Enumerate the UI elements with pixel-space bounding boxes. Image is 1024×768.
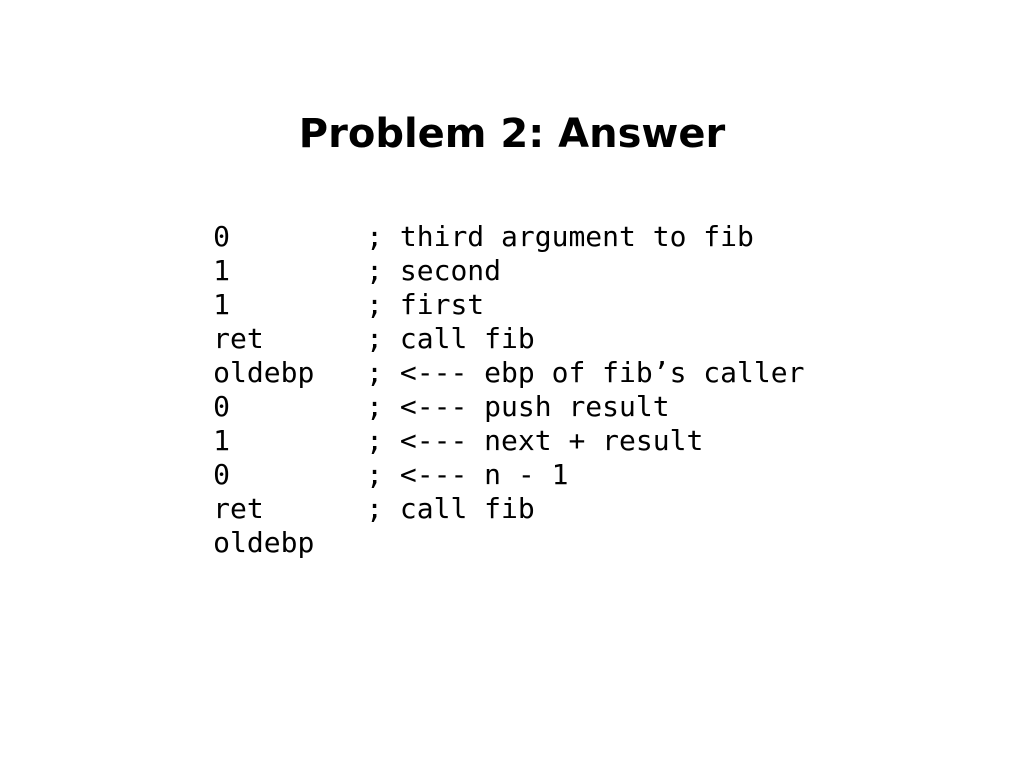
- slide-title: Problem 2: Answer: [298, 111, 726, 157]
- stack-comment: ; second: [366, 254, 502, 287]
- stack-comment: ; third argument to fib: [366, 220, 754, 253]
- stack-value: 1: [213, 254, 231, 287]
- code-line: oldebp ; <--- ebp of fib’s caller: [112, 322, 804, 389]
- code-line: 1 ; first: [112, 254, 804, 321]
- stack-listing: 0 ; third argument to fib 1 ; second 1 ; fi…: [112, 186, 804, 559]
- stack-value: 1: [213, 424, 231, 457]
- stack-value: ret: [213, 322, 264, 355]
- stack-value: 1: [213, 288, 231, 321]
- stack-value: oldebp: [213, 526, 315, 559]
- stack-value: 0: [213, 458, 231, 491]
- stack-comment: ; <--- push result: [366, 390, 670, 423]
- code-line: ret ; call fib: [112, 288, 804, 355]
- code-line: 0 ; <--- push result: [112, 356, 804, 423]
- stack-comment: ; <--- n - 1: [366, 458, 569, 491]
- code-line: 0 ; third argument to fib: [112, 186, 804, 253]
- stack-value: 0: [213, 390, 231, 423]
- code-line: 0 ; <--- n - 1: [112, 424, 804, 491]
- stack-value: 0: [213, 220, 231, 253]
- stack-comment: ; first: [366, 288, 485, 321]
- code-line: 1 ; <--- next + result: [112, 390, 804, 457]
- code-line: oldebp: [112, 492, 804, 559]
- code-line: ret ; call fib: [112, 458, 804, 525]
- stack-comment: ; call fib: [366, 322, 535, 355]
- stack-comment: ; <--- ebp of fib’s caller: [366, 356, 805, 389]
- stack-value: ret: [213, 492, 264, 525]
- stack-comment: ; <--- next + result: [366, 424, 704, 457]
- stack-comment: ; call fib: [366, 492, 535, 525]
- stack-value: oldebp: [213, 356, 315, 389]
- code-line: 1 ; second: [112, 220, 804, 287]
